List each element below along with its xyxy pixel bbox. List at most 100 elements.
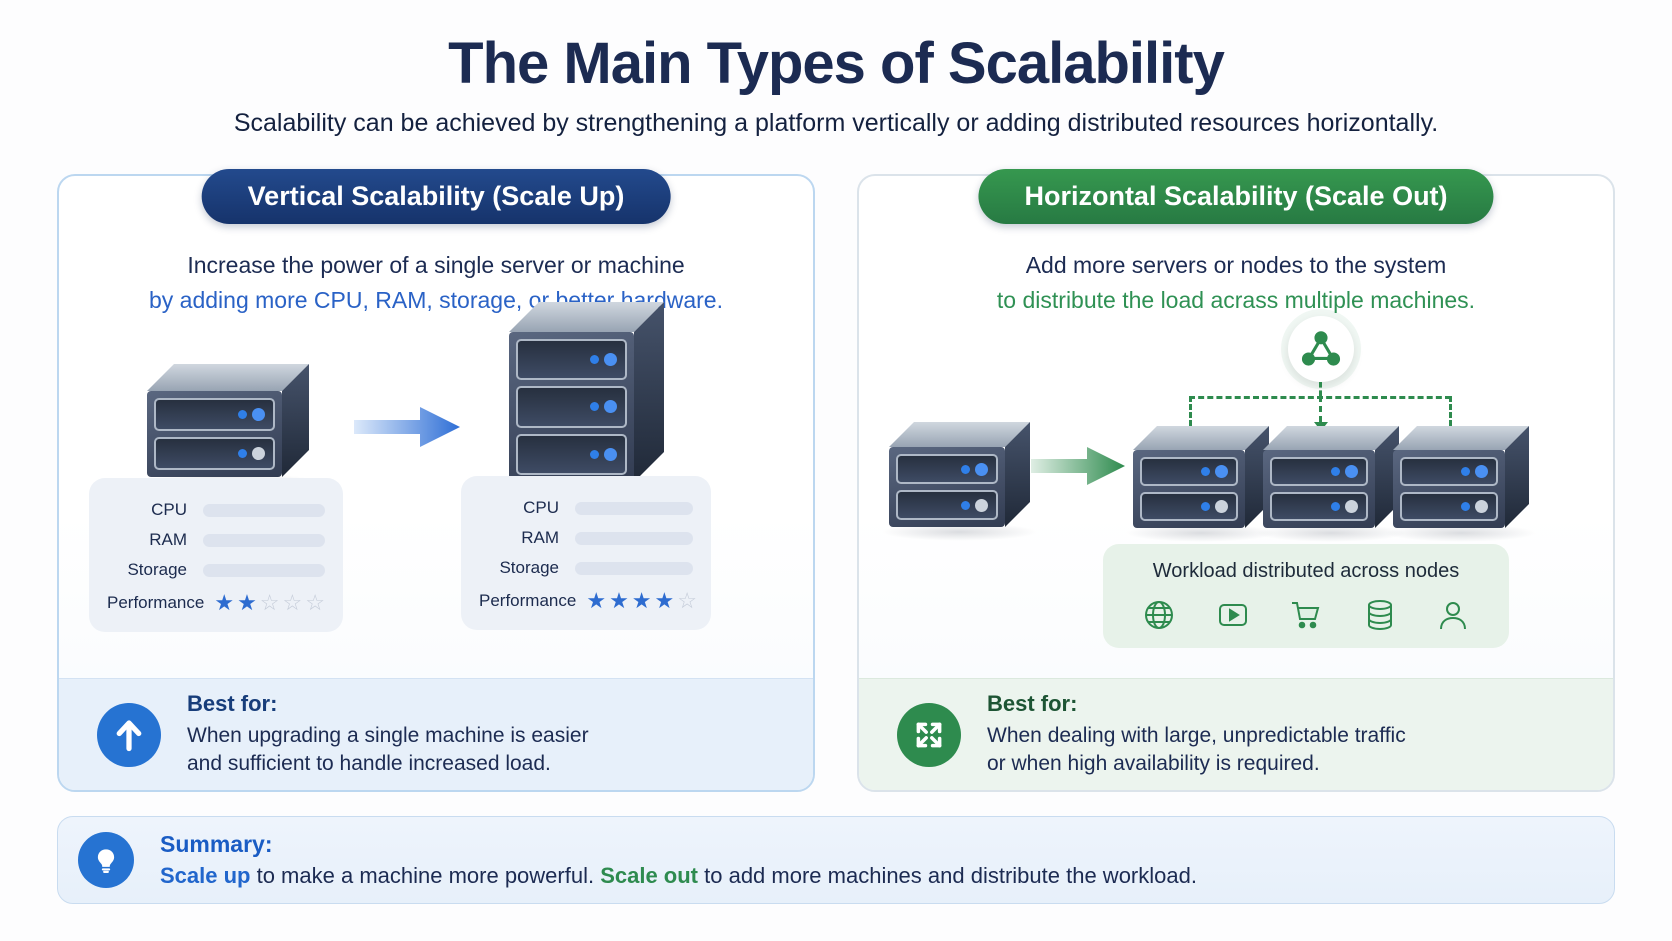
workload-icons xyxy=(1103,599,1509,631)
server-top-face xyxy=(509,302,664,332)
spec-row: Storage xyxy=(479,553,693,583)
performance-row: Performance ★★★★☆ xyxy=(479,585,697,617)
workload-title: Workload distributed across nodes xyxy=(1152,560,1460,582)
best-for-line2: and sufficient to handle increased load. xyxy=(187,752,551,775)
node-server-illustration xyxy=(1125,426,1277,542)
server-drive-bay xyxy=(516,339,627,381)
spec-label: CPU xyxy=(151,500,187,519)
scale-out-term: Scale out xyxy=(600,863,699,888)
page-subtitle: Scalability can be achieved by strengthe… xyxy=(233,109,1439,137)
server-shadow xyxy=(1385,524,1537,542)
scale-up-term: Scale up xyxy=(160,863,251,888)
spec-bar xyxy=(203,503,325,517)
best-for-line1: When upgrading a single machine is easie… xyxy=(187,724,589,748)
scale-out-arrow-icon xyxy=(1031,447,1125,485)
star-icon: ☆ xyxy=(282,590,303,615)
comparison-panels: Vertical Scalability (Scale Up) Increase… xyxy=(57,169,1615,792)
spec-label: RAM xyxy=(149,530,187,549)
spec-row: RAM xyxy=(479,523,693,553)
spec-row: CPU xyxy=(107,495,325,525)
server-drive-bay xyxy=(1400,492,1498,521)
load-balancer-node-icon xyxy=(1288,316,1354,382)
single-server-illustration xyxy=(881,422,1038,541)
server-shadow xyxy=(881,523,1038,541)
page-title: The Main Types of Scalability xyxy=(448,31,1225,96)
server-drive-bay xyxy=(1270,457,1368,486)
server-front-face xyxy=(1263,450,1375,528)
server-top-face xyxy=(1133,426,1269,450)
server-drive-bay xyxy=(516,433,627,475)
server-side-face xyxy=(634,302,664,482)
node-server-illustration xyxy=(1255,426,1407,542)
best-for-line2: or when high availability is required. xyxy=(987,752,1320,775)
star-icon: ☆ xyxy=(259,590,280,615)
spec-label: Storage xyxy=(499,558,559,577)
horizontal-scalability-badge: Horizontal Scalability (Scale Out) xyxy=(978,169,1494,224)
summary-heading: Summary: xyxy=(160,831,273,857)
horizontal-best-for-text: Best for: When dealing with large, unpre… xyxy=(987,691,1406,777)
spec-label: RAM xyxy=(521,528,559,547)
star-icon: ★ xyxy=(237,590,257,615)
horizontal-scalability-panel: Horizontal Scalability (Scale Out) Add m… xyxy=(857,169,1615,792)
server-top-face xyxy=(889,422,1030,447)
server-drive-bay xyxy=(1140,457,1238,486)
best-for-heading: Best for: xyxy=(987,691,1078,717)
server-drive-bay xyxy=(1140,492,1238,521)
server-top-face xyxy=(1263,426,1399,450)
server-shadow xyxy=(1255,524,1407,542)
star-icon: ★ xyxy=(609,588,629,613)
horizontal-best-for-section: Best for: When dealing with large, unpre… xyxy=(859,678,1613,790)
star-icon: ★ xyxy=(631,588,652,613)
server-front-face xyxy=(509,332,634,482)
spec-bar xyxy=(575,561,693,575)
vertical-scalability-panel: Vertical Scalability (Scale Up) Increase… xyxy=(57,169,815,792)
spec-label: CPU xyxy=(523,498,559,517)
star-icon: ☆ xyxy=(677,588,697,613)
globe-icon xyxy=(1145,601,1173,629)
user-icon xyxy=(1440,602,1466,630)
vertical-best-for-section: Best for: When upgrading a single machin… xyxy=(59,678,813,790)
spec-row: Storage xyxy=(107,555,325,585)
server-top-face xyxy=(147,364,309,391)
node-server-illustration xyxy=(1385,426,1537,542)
dashed-connector xyxy=(1319,396,1322,422)
server-drive-bay xyxy=(896,490,998,520)
video-player-icon xyxy=(1218,604,1247,626)
horizontal-description-line1: Add more servers or nodes to the system xyxy=(1025,252,1447,278)
star-icon: ★ xyxy=(214,590,235,615)
spec-row: CPU xyxy=(479,493,693,523)
scale-out-expand-icon xyxy=(897,702,961,767)
scale-up-arrow-icon xyxy=(97,702,161,767)
horizontal-description: Add more servers or nodes to the system … xyxy=(859,248,1613,318)
spec-bar xyxy=(203,533,325,547)
workload-card: Workload distributed across nodes xyxy=(1103,544,1509,648)
shopping-cart-icon xyxy=(1292,602,1320,629)
server-shadow xyxy=(1125,524,1277,542)
server-drive-bay xyxy=(1400,457,1498,486)
summary-line: Scale up to make a machine more powerful… xyxy=(160,863,1197,889)
spec-bar xyxy=(575,501,693,515)
summary-text: Summary: Scale up to make a machine more… xyxy=(160,831,1197,889)
dashed-connector xyxy=(1449,396,1452,426)
server-drive-bay xyxy=(896,454,998,484)
server-front-face xyxy=(889,447,1005,527)
server-drive-bay xyxy=(154,437,275,470)
server-drive-bay xyxy=(154,398,275,431)
star-rating: ★★★★☆ xyxy=(586,590,697,612)
server-specs-card-after: CPU RAM Storage Performance ★★★★☆ xyxy=(461,476,711,630)
spec-bar xyxy=(575,531,693,545)
best-for-line1: When dealing with large, unpredictable t… xyxy=(987,724,1406,748)
performance-label: Performance xyxy=(479,591,577,610)
performance-label: Performance xyxy=(107,593,205,612)
horizontal-description-line2: to distribute the load acrass multiple m… xyxy=(996,286,1476,313)
summary-bar: Summary: Scale up to make a machine more… xyxy=(57,816,1615,904)
server-drive-bay xyxy=(516,386,627,428)
vertical-scalability-badge: Vertical Scalability (Scale Up) xyxy=(201,169,671,224)
vertical-best-for-text: Best for: When upgrading a single machin… xyxy=(187,691,589,777)
vertical-description: Increase the power of a single server or… xyxy=(59,248,813,318)
server-front-face xyxy=(1133,450,1245,528)
star-icon: ★ xyxy=(586,588,607,613)
spec-row: RAM xyxy=(107,525,325,555)
summary-mid-text: to make a machine more powerful. xyxy=(250,863,601,888)
